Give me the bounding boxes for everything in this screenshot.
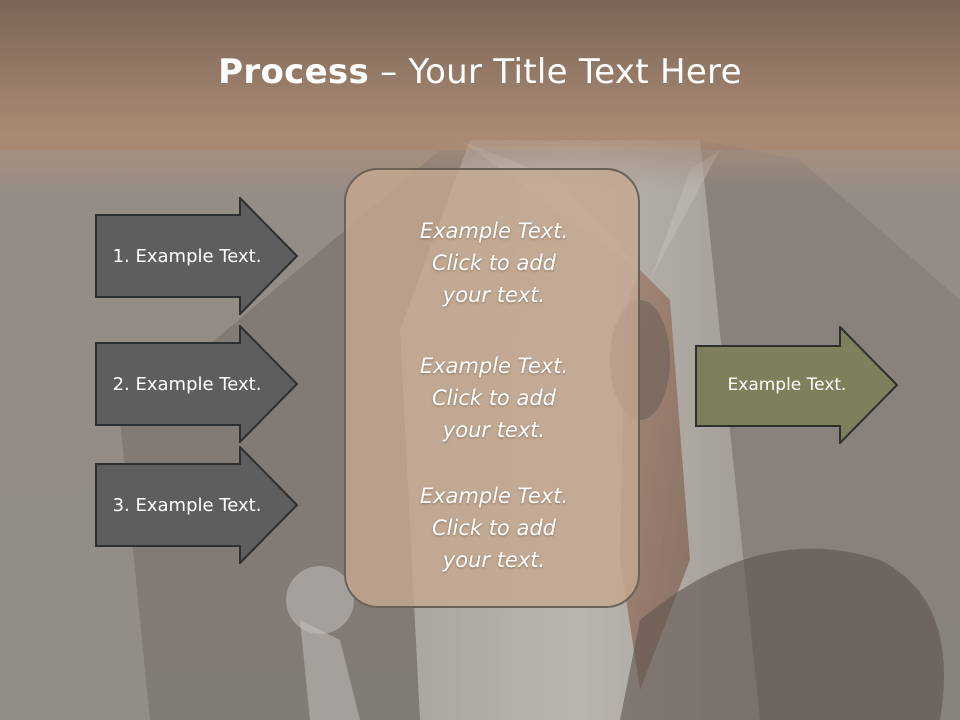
text-block-1-line-3: your text. bbox=[442, 283, 546, 307]
step-arrow-2[interactable]: 2. Example Text. bbox=[95, 325, 299, 443]
text-block-3[interactable]: Example Text. Click to add your text. bbox=[346, 480, 642, 576]
text-block-3-line-1: Example Text. bbox=[419, 484, 569, 508]
step-arrow-1[interactable]: 1. Example Text. bbox=[95, 197, 299, 315]
result-label: Example Text. bbox=[727, 375, 847, 395]
text-block-3-line-3: your text. bbox=[442, 548, 546, 572]
slide-title: Process – Your Title Text Here bbox=[0, 52, 960, 92]
text-block-2[interactable]: Example Text. Click to add your text. bbox=[346, 350, 642, 446]
text-block-2-line-2: Click to add bbox=[431, 386, 556, 410]
text-block-2-line-3: your text. bbox=[442, 418, 546, 442]
text-block-1[interactable]: Example Text. Click to add your text. bbox=[346, 215, 642, 311]
text-block-1-line-1: Example Text. bbox=[419, 219, 569, 243]
title-bold: Process bbox=[218, 52, 370, 92]
center-text-box[interactable]: Example Text. Click to add your text. Ex… bbox=[344, 168, 640, 608]
step-label-2: 2. Example Text. bbox=[112, 373, 262, 395]
step-label-3: 3. Example Text. bbox=[112, 494, 262, 516]
title-rest: – Your Title Text Here bbox=[369, 52, 742, 92]
text-block-1-line-2: Click to add bbox=[431, 251, 556, 275]
result-arrow[interactable]: Example Text. bbox=[695, 326, 899, 444]
text-block-2-line-1: Example Text. bbox=[419, 354, 569, 378]
step-label-1: 1. Example Text. bbox=[112, 245, 262, 267]
text-block-3-line-2: Click to add bbox=[431, 516, 556, 540]
step-arrow-3[interactable]: 3. Example Text. bbox=[95, 446, 299, 564]
